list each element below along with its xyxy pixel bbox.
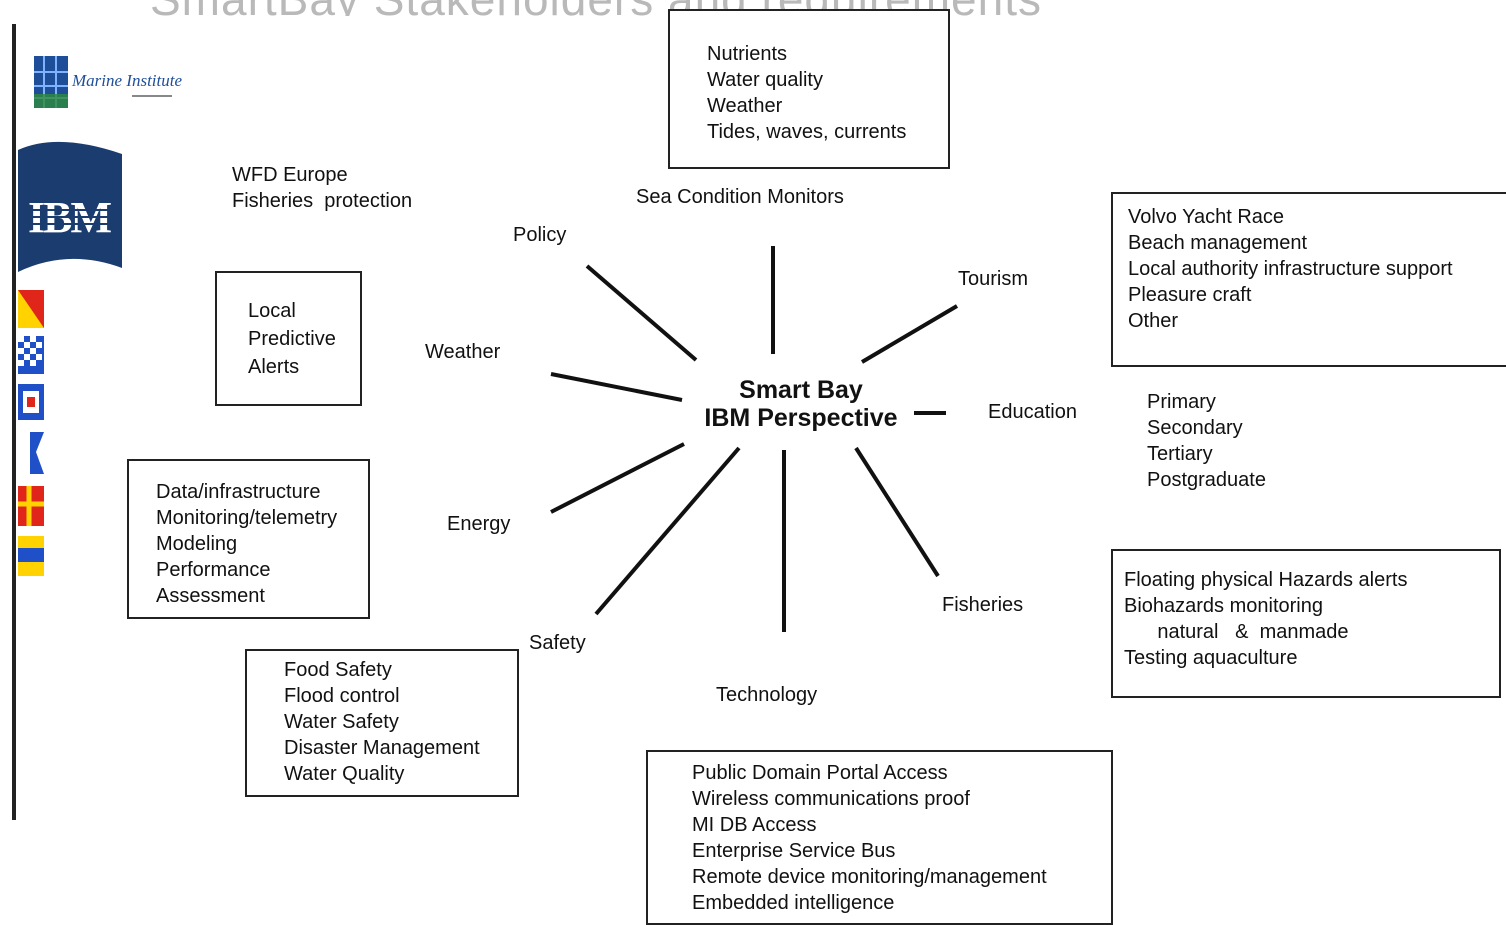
box-item: Weather bbox=[707, 95, 783, 117]
box-item: Remote device monitoring/management bbox=[692, 866, 1047, 888]
label-sea-condition: Sea Condition Monitors bbox=[636, 186, 844, 208]
box-item: Pleasure craft bbox=[1128, 284, 1252, 306]
box-item: Wireless communications proof bbox=[692, 788, 970, 810]
box-energy: Data/infrastructure Monitoring/telemetry… bbox=[127, 459, 370, 619]
policy-note: Fisheries protection bbox=[232, 190, 413, 212]
education-list: Primary Secondary Tertiary Postgraduate bbox=[1147, 389, 1266, 493]
box-item: Water Safety bbox=[284, 711, 399, 733]
box-item: Embedded intelligence bbox=[692, 892, 895, 914]
education-item: Tertiary bbox=[1147, 443, 1213, 465]
box-item: Disaster Management bbox=[284, 737, 480, 759]
label-weather: Weather bbox=[425, 341, 501, 363]
box-item: Water Quality bbox=[284, 763, 405, 785]
box-item: Nutrients bbox=[707, 43, 788, 65]
label-policy: Policy bbox=[513, 224, 567, 246]
svg-text:Marine Institute: Marine Institute bbox=[71, 71, 182, 90]
education-item: Postgraduate bbox=[1147, 469, 1266, 491]
globe-grid-icon bbox=[34, 56, 68, 108]
box-tourism: Volvo Yacht Race Beach management Local … bbox=[1111, 192, 1506, 367]
box-sea-condition: Nutrients Water quality Weather Tides, w… bbox=[668, 9, 950, 169]
box-item: Predictive bbox=[248, 328, 336, 350]
center-line-1: Smart Bay bbox=[739, 376, 863, 404]
policy-notes: WFD Europe Fisheries protection bbox=[232, 162, 412, 214]
box-item: Assessment bbox=[156, 585, 265, 607]
box-item: Floating physical Hazards alerts bbox=[1124, 569, 1408, 591]
nautical-flags-icon bbox=[18, 290, 44, 580]
label-education: Education bbox=[988, 401, 1077, 423]
label-safety: Safety bbox=[529, 632, 586, 654]
marine-institute-logo: Marine Institute bbox=[32, 52, 182, 114]
box-technology: Public Domain Portal Access Wireless com… bbox=[646, 750, 1113, 925]
box-item: Tides, waves, currents bbox=[707, 121, 907, 143]
box-item: Biohazards monitoring bbox=[1124, 595, 1323, 617]
box-item: Food Safety bbox=[284, 659, 392, 681]
box-item: Volvo Yacht Race bbox=[1128, 206, 1285, 228]
box-item: Water quality bbox=[707, 69, 823, 91]
spoke-fisheries bbox=[854, 446, 940, 578]
center-hub: Smart Bay IBM Perspective bbox=[686, 376, 916, 432]
box-safety: Food Safety Flood control Water Safety D… bbox=[245, 649, 519, 797]
left-divider bbox=[12, 24, 16, 820]
box-item: Enterprise Service Bus bbox=[692, 840, 896, 862]
box-item: Local bbox=[248, 300, 296, 322]
box-item: Flood control bbox=[284, 685, 400, 707]
box-item: Public Domain Portal Access bbox=[692, 762, 948, 784]
box-item: Local authority infrastructure support bbox=[1128, 258, 1453, 280]
education-item: Primary bbox=[1147, 391, 1216, 413]
box-item: Beach management bbox=[1128, 232, 1308, 254]
label-energy: Energy bbox=[447, 513, 511, 535]
center-line-2: IBM Perspective bbox=[704, 404, 898, 432]
box-item: MI DB Access bbox=[692, 814, 817, 836]
box-item: Modeling bbox=[156, 533, 238, 555]
box-item: Alerts bbox=[248, 356, 300, 378]
spoke-weather bbox=[550, 372, 683, 402]
box-item: Other bbox=[1128, 310, 1179, 332]
box-item: natural & manmade bbox=[1124, 621, 1349, 643]
spoke-policy bbox=[585, 264, 698, 362]
policy-note: WFD Europe bbox=[232, 164, 348, 186]
box-item: Performance bbox=[156, 559, 271, 581]
spoke-safety bbox=[594, 446, 741, 616]
box-item: Testing aquaculture bbox=[1124, 647, 1298, 669]
label-fisheries: Fisheries bbox=[942, 594, 1024, 616]
spoke-energy bbox=[550, 442, 685, 514]
box-fisheries: Floating physical Hazards alerts Biohaza… bbox=[1111, 549, 1501, 698]
label-technology: Technology bbox=[716, 684, 818, 706]
education-item: Secondary bbox=[1147, 417, 1243, 439]
box-item: Monitoring/telemetry bbox=[156, 507, 338, 529]
spoke-tourism bbox=[860, 304, 959, 364]
box-weather: Local Predictive Alerts bbox=[215, 271, 362, 406]
label-tourism: Tourism bbox=[958, 268, 1029, 290]
box-item: Data/infrastructure bbox=[156, 481, 321, 503]
ibm-logo: IBM bbox=[18, 140, 122, 280]
